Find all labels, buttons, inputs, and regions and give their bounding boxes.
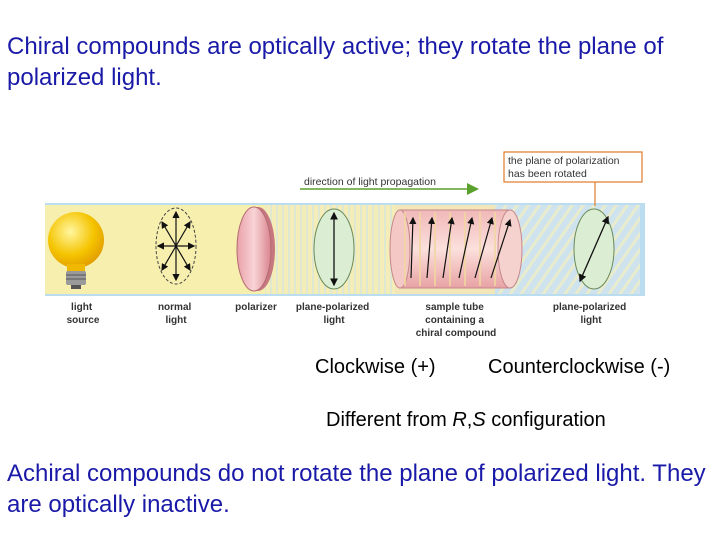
outro-text: Achiral compounds do not rotate the plan… bbox=[7, 460, 706, 518]
label-light-source: light source bbox=[67, 302, 100, 326]
label-polarizer: polarizer bbox=[235, 302, 277, 313]
direction-label: direction of light propagation bbox=[304, 176, 436, 188]
label-plane-polarized-1: plane-polarized light bbox=[296, 302, 372, 326]
plane-polarized-icon-1 bbox=[313, 208, 355, 290]
intro-text: Chiral compounds are optically active; t… bbox=[7, 33, 664, 91]
plane-polarized-icon-2 bbox=[573, 208, 615, 290]
rotation-callout: the plane of polarization has been rotat… bbox=[503, 151, 643, 206]
sample-tube bbox=[389, 209, 523, 289]
polarizer-disc bbox=[236, 206, 275, 292]
configuration-note: Different from R,S configuration bbox=[326, 409, 606, 431]
r-letter: R bbox=[452, 409, 467, 431]
label-sample-tube: sample tube containing a chiral compound bbox=[416, 302, 497, 339]
polarimeter-diagram: direction of light propagation the plane… bbox=[45, 151, 645, 339]
s-letter: S bbox=[472, 409, 486, 431]
light-bulb-icon bbox=[48, 212, 104, 289]
label-plane-polarized-2: plane-polarized light bbox=[553, 302, 629, 326]
callout-line-1: the plane of polarization bbox=[508, 155, 620, 167]
counterclockwise-label: Counterclockwise (-) bbox=[488, 356, 671, 378]
clockwise-label: Clockwise (+) bbox=[315, 356, 436, 378]
label-normal-light: normal light bbox=[158, 302, 194, 326]
callout-line-2: has been rotated bbox=[508, 168, 587, 180]
normal-light-icon bbox=[155, 207, 197, 285]
